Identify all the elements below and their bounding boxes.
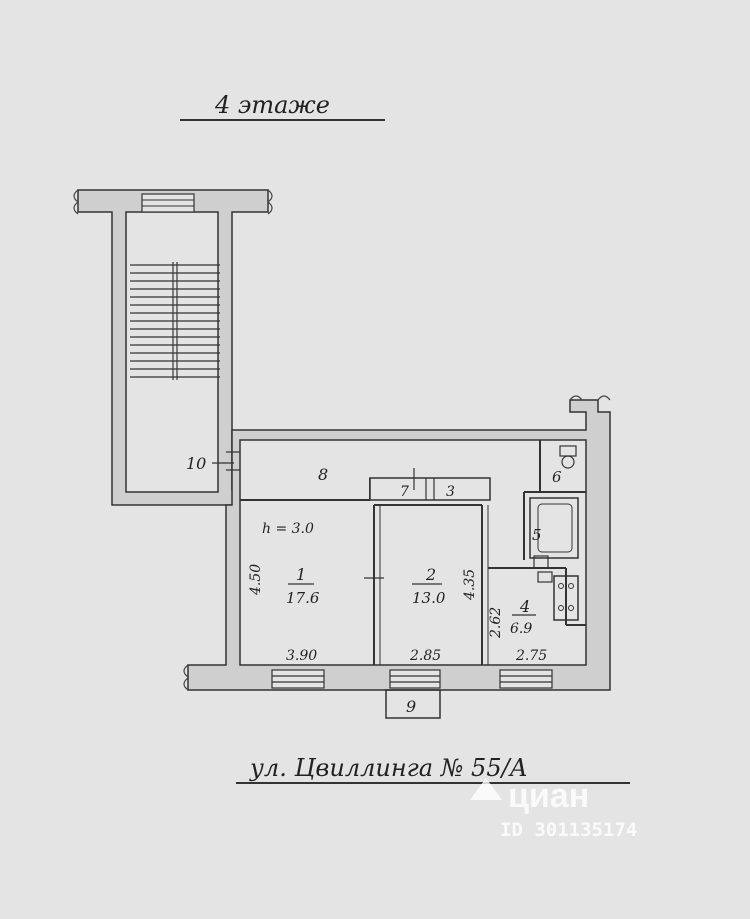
- stove: [553, 575, 579, 621]
- partitions: [240, 440, 586, 665]
- room-label: 1: [296, 565, 306, 584]
- room-label: 10: [186, 454, 206, 473]
- watermark-id: ID 301135174: [500, 819, 637, 841]
- dimension-room-2-depth: 4.35: [462, 569, 478, 601]
- floor-title: 4 этаже: [214, 91, 330, 119]
- room-label: 2: [425, 565, 436, 584]
- window-room-2: [389, 669, 441, 689]
- stairs: [130, 262, 220, 380]
- stairwell-window: [141, 193, 195, 213]
- dimension-room-4-depth: 2.62: [488, 607, 504, 639]
- ceiling-height: h = 3.0: [262, 521, 314, 537]
- room-label: 5: [532, 526, 542, 544]
- bathtub: [529, 497, 579, 559]
- sink: [533, 555, 553, 583]
- apartment-walls: [73, 189, 611, 691]
- room-label: 9: [406, 697, 416, 716]
- room-area: 17.6: [286, 589, 320, 607]
- stairwell: [77, 189, 269, 506]
- room-label: 7: [400, 484, 409, 500]
- dimension-room-4-width: 2.75: [515, 648, 547, 664]
- window-room-4: [499, 669, 553, 689]
- window-room-1: [271, 669, 325, 689]
- room-area: 6.9: [510, 621, 532, 637]
- watermark: циан ID 301135174: [470, 777, 637, 841]
- watermark-brand: циан: [508, 777, 589, 815]
- dimension-room-1-width: 3.90: [286, 648, 317, 664]
- dimension-room-2-width: 2.85: [409, 648, 441, 664]
- toilet: [559, 445, 577, 469]
- balcony: [385, 689, 441, 719]
- room-label: 6: [552, 468, 562, 486]
- windows: [271, 669, 553, 689]
- dimension-room-1-depth: 4.50: [248, 564, 264, 596]
- room-label: 4: [519, 597, 530, 616]
- room-area: 13.0: [412, 589, 446, 607]
- address: ул. Цвиллинга № 55/А: [249, 754, 528, 782]
- room-label: 3: [446, 484, 455, 500]
- entrance-door: [226, 451, 240, 471]
- room-label: 8: [318, 465, 328, 484]
- cian-logo-icon: [470, 778, 502, 800]
